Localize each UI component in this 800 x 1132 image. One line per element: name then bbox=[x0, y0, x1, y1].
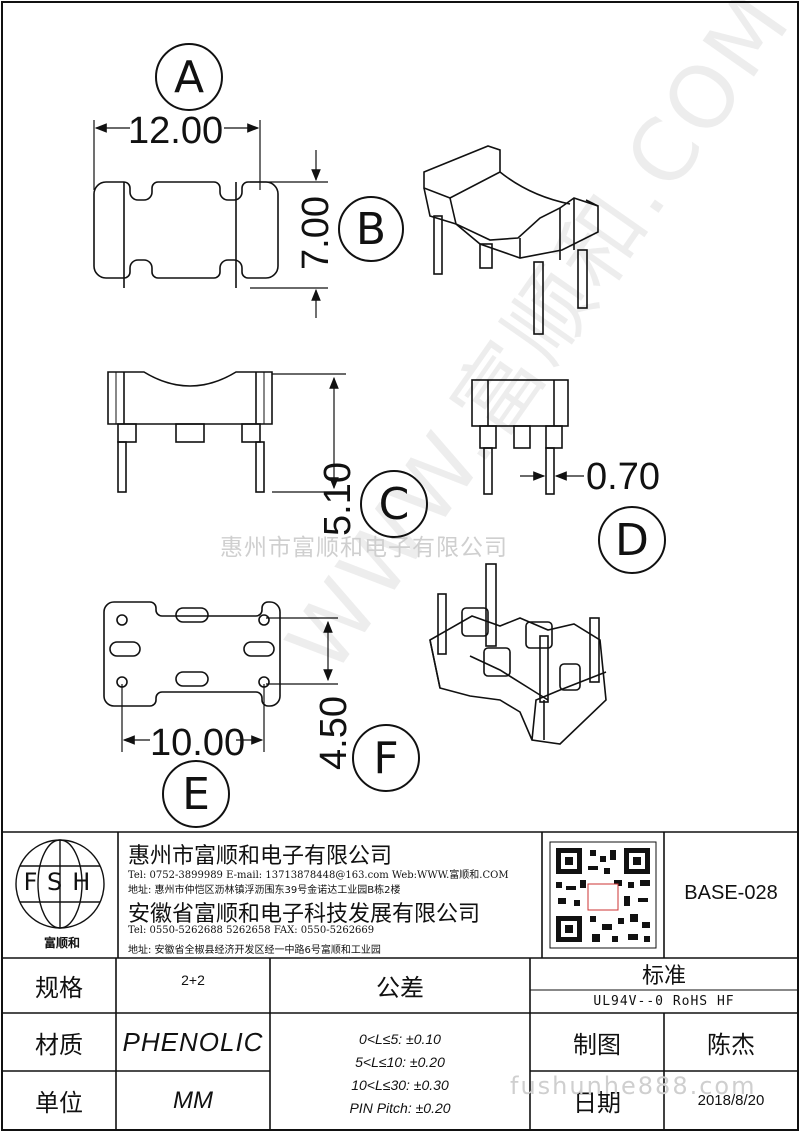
dim-b-value: 7.00 bbox=[295, 196, 337, 270]
view-label-c: C bbox=[360, 470, 428, 538]
drawn-value: 陈杰 bbox=[707, 1030, 755, 1059]
standard-value: UL94V--0 RoHS HF bbox=[593, 994, 735, 1009]
company-ah-address: 地址: 安徽省全椒县经济开发区经一中路6号富顺和工业园 bbox=[128, 945, 381, 956]
tolerance-line: 10<L≤30: ±0.30 bbox=[351, 1077, 449, 1093]
unit-label: 单位 bbox=[35, 1089, 83, 1117]
logo-letters: FSH bbox=[23, 868, 101, 896]
company-hz-name: 惠州市富顺和电子有限公司 bbox=[128, 844, 393, 869]
title-block-lines bbox=[2, 831, 798, 1130]
material-label: 材质 bbox=[35, 1030, 83, 1059]
dim-a-value: 12.00 bbox=[128, 110, 224, 152]
view-label-b: B bbox=[338, 196, 404, 262]
unit-value: MM bbox=[173, 1086, 213, 1114]
company-hz-contact: Tel: 0752-3899989 E-mail: 13713878448@16… bbox=[128, 870, 509, 881]
watermark-url: fushunhe888.com bbox=[510, 1072, 757, 1100]
view-top-outline bbox=[93, 120, 328, 318]
tolerance-line: 0<L≤5: ±0.10 bbox=[359, 1031, 441, 1047]
watermark-company: 惠州市富顺和电子有限公司 bbox=[220, 535, 508, 561]
dim-f-value: 4.50 bbox=[313, 696, 355, 770]
tolerance-line: PIN Pitch: ±0.20 bbox=[349, 1100, 451, 1116]
date-value: 2018/8/20 bbox=[697, 1092, 765, 1109]
standard-label: 标准 bbox=[641, 964, 686, 989]
view-label-f: F bbox=[352, 724, 420, 792]
date-label: 日期 bbox=[573, 1089, 621, 1117]
logo-name: 富顺和 bbox=[43, 936, 80, 950]
drawn-label: 制图 bbox=[573, 1030, 621, 1059]
iso-view-bottom bbox=[429, 563, 607, 745]
dim-d-value: 0.70 bbox=[586, 456, 660, 498]
company-ah-name: 安徽省富顺和电子科技发展有限公司 bbox=[128, 902, 481, 927]
tolerance-line: 5<L≤10: ±0.20 bbox=[355, 1054, 445, 1070]
spec-label: 规格 bbox=[35, 974, 83, 1002]
tolerance-label: 公差 bbox=[376, 973, 424, 1002]
part-number: BASE-028 bbox=[684, 881, 778, 904]
view-label-a: A bbox=[155, 43, 223, 111]
iso-view-top bbox=[423, 145, 599, 335]
view-bottom bbox=[103, 601, 338, 752]
logo-globe-icon bbox=[15, 839, 105, 929]
spec-value: 2+2 bbox=[181, 972, 205, 988]
view-side bbox=[471, 379, 584, 495]
company-hz-address: 地址: 惠州市仲恺区沥林镇浮沥围东39号金诺达工业园B栋2楼 bbox=[128, 885, 401, 896]
tolerance-list: 0<L≤5: ±0.10 5<L≤10: ±0.20 10<L≤30: ±0.3… bbox=[270, 1028, 530, 1120]
dim-c-value: 5.10 bbox=[317, 462, 359, 536]
view-front bbox=[107, 371, 346, 493]
dim-e-value: 10.00 bbox=[150, 722, 246, 764]
view-label-d: D bbox=[598, 506, 666, 574]
qr-code-icon bbox=[549, 841, 657, 949]
view-label-e: E bbox=[162, 760, 230, 828]
company-ah-contact: Tel: 0550-5262688 5262658 FAX: 0550-5262… bbox=[128, 925, 375, 936]
material-value: PHENOLIC bbox=[122, 1026, 264, 1057]
